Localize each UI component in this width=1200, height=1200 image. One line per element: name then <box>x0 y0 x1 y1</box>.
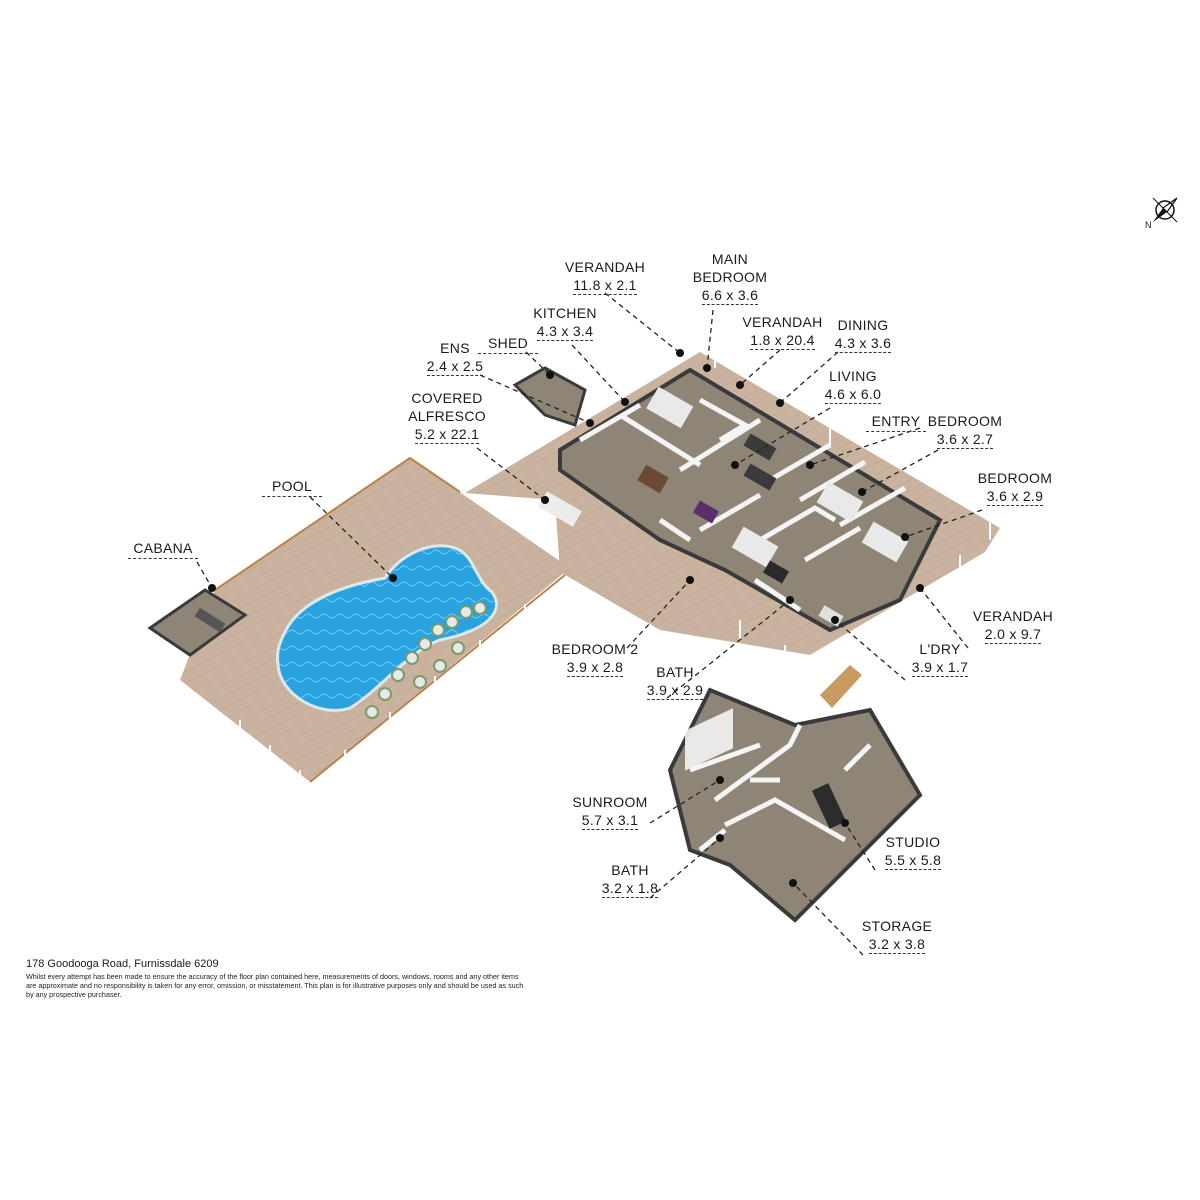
label-bedroom-b: BEDROOM 3.6 x 2.9 <box>977 470 1053 506</box>
disclaimer-text: Whilst every attempt has been made to en… <box>26 972 524 999</box>
label-bedroom-a: BEDROOM 3.6 x 2.7 <box>927 413 1003 449</box>
label-covered-alfresco: COVERED ALFRESCO 5.2 x 22.1 <box>408 390 486 444</box>
label-sunroom: SUNROOM 5.7 x 3.1 <box>572 794 648 830</box>
label-kitchen: KITCHEN 4.3 x 3.4 <box>533 305 597 341</box>
label-studio: STUDIO 5.5 x 5.8 <box>884 834 942 870</box>
studio-walls <box>689 723 872 852</box>
treadmill <box>811 783 847 829</box>
pool-railing <box>214 456 461 591</box>
compass-north-label: N <box>1145 220 1152 230</box>
front-steps <box>820 665 862 708</box>
label-main-bedroom: MAIN BEDROOM 6.6 x 3.6 <box>692 251 768 305</box>
label-storage: STORAGE 3.2 x 3.8 <box>861 918 933 954</box>
label-bath-studio: BATH 3.2 x 1.8 <box>601 862 659 898</box>
label-dining: DINING 4.3 x 3.6 <box>834 317 892 353</box>
label-verandah-mid: VERANDAH 1.8 x 20.4 <box>742 314 823 350</box>
railing-posts <box>147 325 991 788</box>
label-bedroom-2: BEDROOM 2 3.9 x 2.8 <box>551 641 639 677</box>
interior-walls <box>578 397 907 613</box>
compass-icon <box>1152 197 1178 223</box>
label-verandah-top: VERANDAH 11.8 x 2.1 <box>564 259 646 295</box>
label-cabana: CABANA <box>128 539 198 559</box>
label-ens: ENS 2.4 x 2.5 <box>426 340 484 376</box>
anchor-dots <box>208 349 924 887</box>
shed-structure <box>512 366 587 427</box>
footer: 178 Goodooga Road, Furnissdale 6209 Whil… <box>26 958 526 999</box>
cabana-structure <box>147 588 248 657</box>
label-shed: SHED <box>478 334 538 354</box>
sunroom-doors <box>685 708 733 771</box>
label-living: LIVING 4.6 x 6.0 <box>824 368 882 404</box>
leader-lines <box>196 292 983 956</box>
cabana-lounger <box>194 607 226 633</box>
property-address: 178 Goodooga Road, Furnissdale 6209 <box>26 958 219 970</box>
label-pool: POOL <box>262 477 322 497</box>
pool-planters <box>365 601 487 719</box>
label-laundry: L'DRY 3.9 x 1.7 <box>911 641 969 677</box>
pool-water <box>276 544 498 712</box>
label-entry: ENTRY <box>866 412 926 432</box>
label-bath-main: BATH 3.9 x 2.9 <box>646 664 704 700</box>
label-verandah-right: VERANDAH 2.0 x 9.7 <box>972 608 1054 644</box>
